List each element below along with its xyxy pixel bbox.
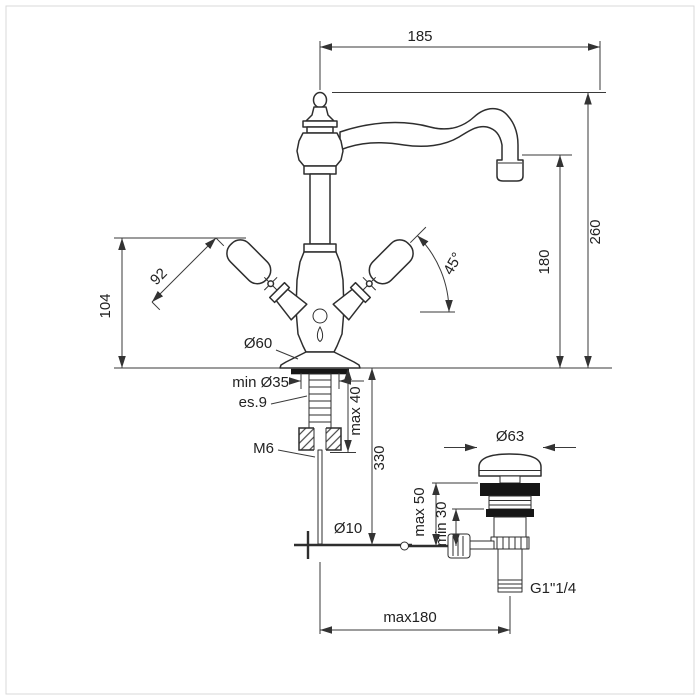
- dim-spout-reach: 185: [319, 28, 601, 90]
- waste-seal-top: [480, 483, 540, 496]
- dim-max-deck: max 40: [330, 368, 364, 453]
- dim-min-hole: min Ø35: [232, 373, 364, 391]
- pop-up-rod: [294, 449, 412, 559]
- waste-seal-bottom: [486, 509, 534, 517]
- label-waste-cap: Ø63: [496, 428, 524, 445]
- waste-thread-body: [488, 495, 532, 510]
- faucet-finial: [302, 91, 338, 134]
- dim-spout-height: 180: [522, 154, 572, 368]
- label-stud-thread: M6: [253, 440, 316, 458]
- label-waste-min: min 30: [433, 501, 450, 546]
- label-hex-size: es.9: [239, 394, 308, 411]
- waste-body: [493, 516, 527, 538]
- body-ornament-ring: [312, 308, 328, 324]
- dim-waste-min: min 30: [433, 501, 484, 547]
- waste-knurled-nut: [490, 536, 530, 550]
- handle-left: [226, 239, 308, 321]
- label-handle-angle: 45°: [440, 250, 466, 278]
- handle-right-pin: [365, 280, 373, 288]
- dim-handle-height: 104: [97, 237, 246, 368]
- base-flange: [279, 351, 361, 369]
- dim-handle-length: 92: [147, 237, 225, 311]
- label-total-height: 260: [587, 219, 604, 244]
- body-ornament-drop: [316, 326, 324, 343]
- annotation-handle-angle: 45°: [409, 226, 466, 313]
- label-spout-reach: 185: [407, 28, 432, 45]
- threaded-shank: [308, 373, 332, 429]
- dim-waste-cap: Ø63: [444, 428, 576, 452]
- label-hex-size-text: es.9: [239, 394, 267, 411]
- label-center-distance: max180: [383, 609, 436, 626]
- deck-gasket: [291, 368, 349, 375]
- faucet-spout: [339, 107, 524, 182]
- label-rod-length: 330: [371, 445, 388, 470]
- label-max-deck: max 40: [347, 386, 364, 435]
- faucet: [226, 91, 524, 369]
- waste-tailpiece: [497, 548, 523, 593]
- label-base-diameter: Ø60: [244, 335, 299, 360]
- under-deck-assembly: [291, 368, 412, 559]
- label-base-diameter-text: Ø60: [244, 335, 272, 352]
- label-rod-diameter: Ø10: [334, 520, 362, 537]
- label-waste-max: max 50: [411, 487, 428, 536]
- mounting-nut: [298, 427, 342, 451]
- label-handle-height: 104: [97, 293, 114, 318]
- faucet-body: [279, 132, 361, 369]
- label-stud-thread-text: M6: [253, 440, 274, 457]
- dim-waste-max: max 50: [411, 482, 478, 546]
- label-min-hole: min Ø35: [232, 374, 289, 391]
- handle-right: [332, 239, 414, 321]
- dim-rod-length: 330: [368, 368, 388, 545]
- label-handle-length: 92: [147, 265, 171, 289]
- handle-left-pin: [267, 280, 275, 288]
- dim-total-height: 260: [584, 92, 604, 368]
- label-spout-height: 180: [536, 249, 553, 274]
- drawing-border: [5, 5, 695, 695]
- waste-cap: [478, 453, 542, 477]
- label-waste-thread: G1"1/4: [530, 580, 576, 597]
- dim-center-distance: max180: [319, 562, 511, 634]
